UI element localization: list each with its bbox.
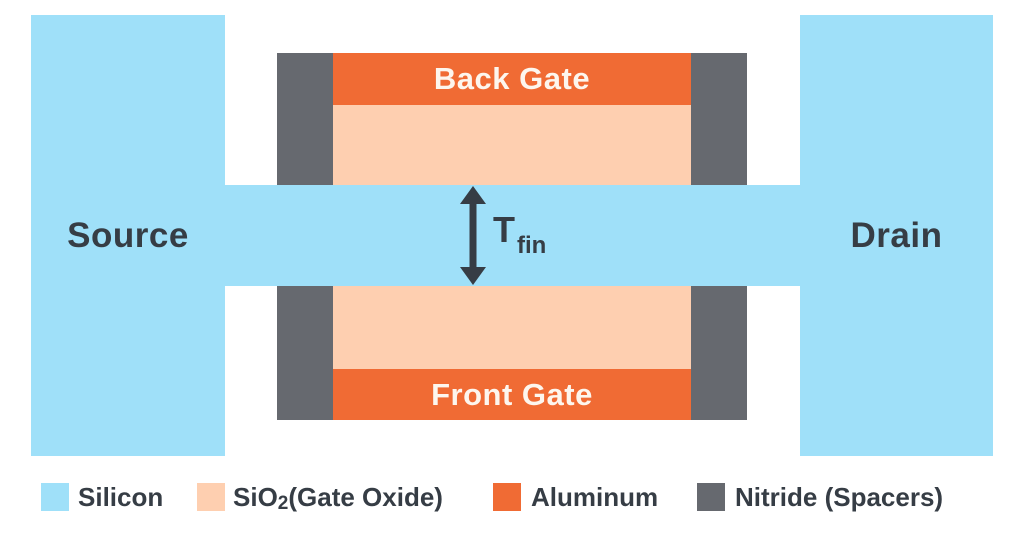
legend-label-sio2-prefix: SiO <box>233 481 278 512</box>
spacer-lower-left <box>277 286 333 420</box>
legend-swatch-nitride <box>697 483 725 511</box>
tfin-double-arrow-icon <box>460 186 486 285</box>
drain-label: Drain <box>850 215 943 255</box>
legend-swatch-sio2 <box>197 483 225 511</box>
source-label: Source <box>67 215 189 255</box>
legend-swatch-aluminum <box>493 483 521 511</box>
back-gate-region: Back Gate <box>333 53 691 105</box>
gate-oxide-lower-region <box>333 286 691 369</box>
tfin-subscript: fin <box>517 232 547 259</box>
source-region: Source <box>31 15 225 456</box>
tfin-symbol: T <box>493 209 515 250</box>
spacer-upper-right <box>691 53 747 185</box>
back-gate-label: Back Gate <box>433 61 591 96</box>
spacer-lower-right <box>691 286 747 420</box>
legend-swatch-silicon <box>41 483 69 511</box>
legend-label-sio2-suffix: (Gate Oxide) <box>288 481 443 512</box>
legend-label-sio2-subscript: 2 <box>277 493 289 514</box>
front-gate-label: Front Gate <box>431 376 593 412</box>
legend-label-nitride: Nitride (Spacers) <box>735 481 944 512</box>
drain-region: Drain <box>800 15 993 456</box>
legend-label-silicon: Silicon <box>78 481 164 512</box>
gate-oxide-upper-region <box>333 105 691 185</box>
tfin-label: Tfin <box>493 209 546 259</box>
spacer-upper-left <box>277 53 333 185</box>
legend-label-aluminum: Aluminum <box>531 481 659 512</box>
channel-fin-region <box>225 185 800 286</box>
front-gate-region: Front Gate <box>333 369 691 420</box>
